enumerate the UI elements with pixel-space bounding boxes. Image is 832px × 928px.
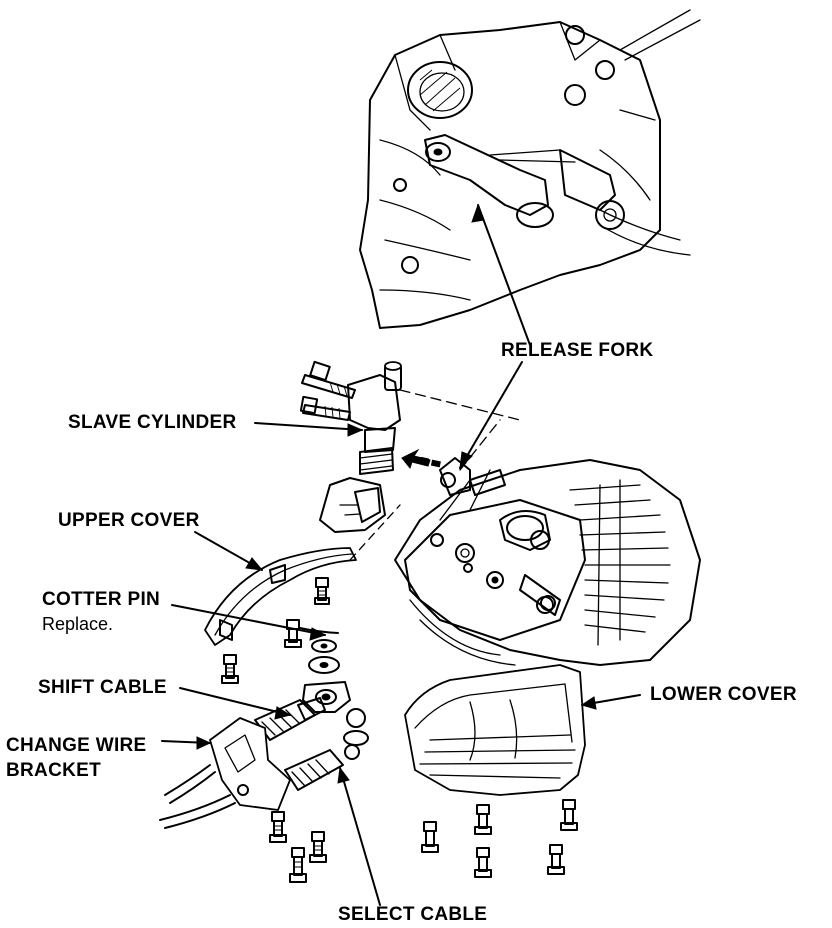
shift-and-select-cables (159, 697, 369, 883)
lower-cover (404, 664, 586, 878)
label-shift-cable: SHIFT CABLE (38, 677, 167, 698)
label-lower-cover: LOWER COVER (650, 684, 797, 705)
label-change-wire-bracket-line1: CHANGE WIRE (6, 735, 147, 756)
leader-lines (161, 203, 641, 906)
transmission-case (394, 459, 701, 666)
label-change-wire-bracket-line2: BRACKET (6, 760, 101, 781)
upper-cover (204, 547, 357, 684)
transmission-housing-inset (359, 9, 701, 329)
slave-cylinder (299, 360, 402, 533)
label-cotter-pin: COTTER PIN (42, 589, 161, 610)
cotter-pin-assembly (299, 627, 351, 713)
label-cotter-pin-note: Replace. (42, 614, 114, 634)
label-select-cable: SELECT CABLE (338, 904, 488, 925)
label-upper-cover: UPPER COVER (58, 510, 200, 531)
lower-cover-bolts (421, 799, 578, 878)
label-release-fork: RELEASE FORK (501, 340, 654, 361)
release-fork-pushrod (401, 448, 506, 496)
label-slave-cylinder: SLAVE CYLINDER (68, 412, 237, 433)
